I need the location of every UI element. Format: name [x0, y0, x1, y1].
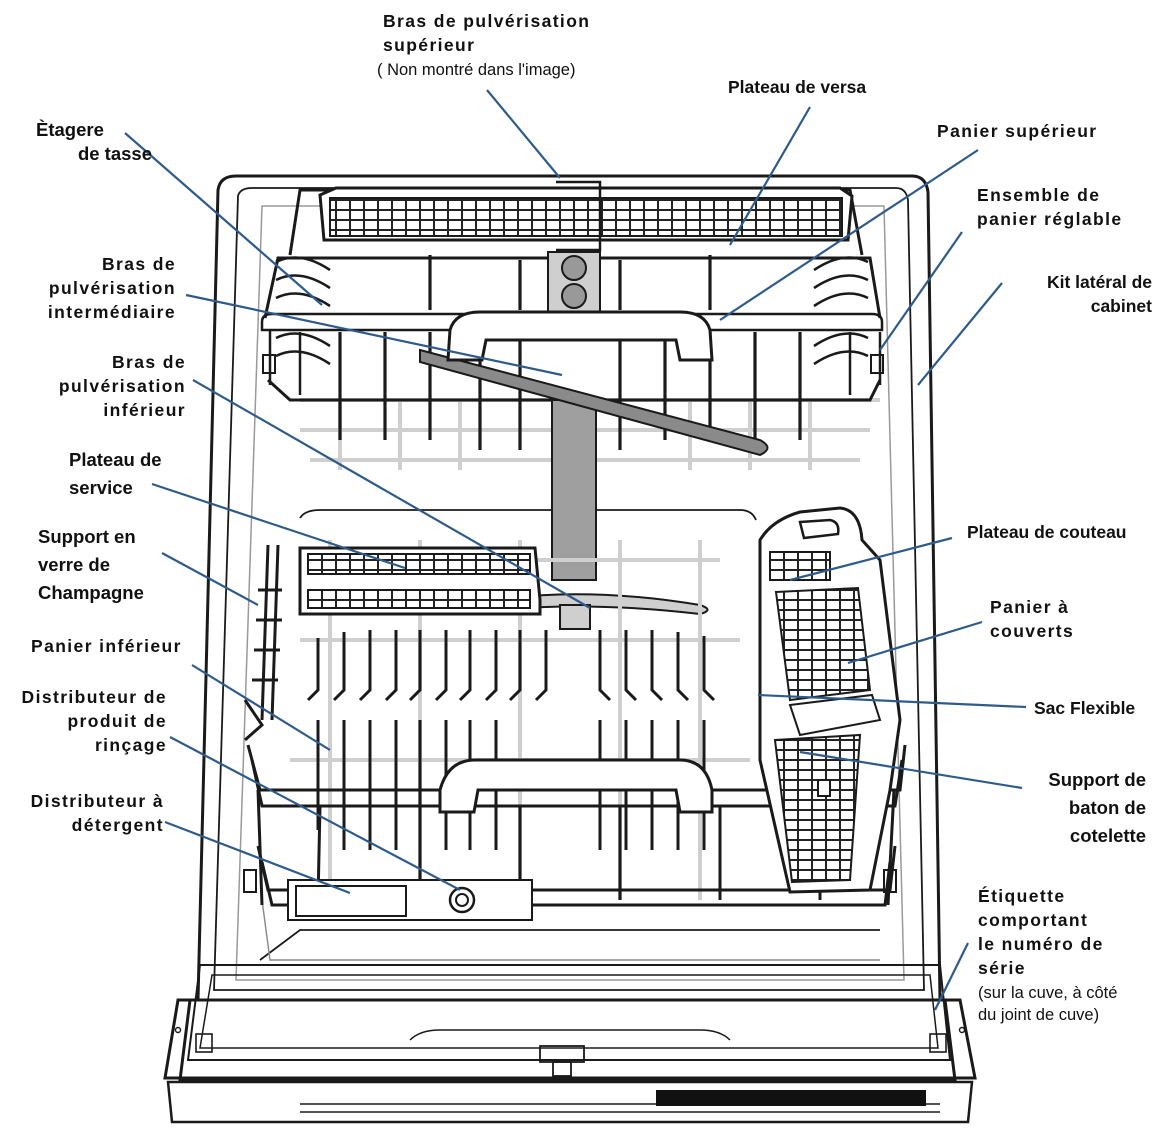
silverware-basket [758, 506, 902, 894]
cabinet-side-kit-label: Kit latéral de cabinet [1046, 272, 1152, 316]
flexible-bag-label: Sac Flexible [1034, 698, 1136, 718]
spray-tube [547, 251, 601, 581]
versa-tray-label: Plateau de versa [728, 77, 867, 97]
upper-rack [260, 188, 884, 450]
control-panel-bar [656, 1090, 926, 1106]
lower-spray-arm-label: Bras de pulvérisation inférieur [58, 352, 186, 420]
champagne-holder [243, 544, 282, 742]
lower-rack-handle [438, 758, 714, 814]
serving-tray-label: Plateau de service [69, 449, 162, 498]
rinse-aid-dispenser-label: Distributeur de produit de rinçage [21, 687, 167, 755]
champagne-holder-label: Support en verre de Champagne [38, 526, 144, 603]
dispenser-panel [287, 879, 533, 921]
mid-spray-arm-label: Bras de pulvérisation intermédiaire [47, 254, 176, 322]
lower-rack-tines [306, 630, 716, 850]
chopstick-holder-label: Support de baton de cotelette [1048, 769, 1146, 846]
adjustable-basket-label: Ensemble de panier réglable [977, 185, 1123, 229]
mid-spray-arm [419, 348, 769, 457]
cup-shelf-label: Ètagere de tasse [36, 119, 152, 164]
lower-basket-label: Panier inférieur [31, 636, 182, 656]
versa-tray [318, 180, 854, 252]
knife-tray-label: Plateau de couteau [967, 522, 1127, 542]
silverware-basket-label: Panier à couverts [990, 597, 1075, 641]
leader-lines [124, 89, 1027, 1011]
dishwasher-door [163, 964, 977, 1124]
upper-basket-label: Panier supérieur [937, 121, 1098, 141]
serving-tray [298, 546, 542, 616]
detergent-dispenser-label: Distributeur à détergent [30, 791, 164, 835]
serial-label-label: Étiquette comportant le numéro de série … [978, 886, 1118, 1024]
upper-spray-arm-label: Bras de pulvérisation supérieur ( Non mo… [377, 11, 591, 79]
upper-rack-handle [446, 310, 714, 362]
